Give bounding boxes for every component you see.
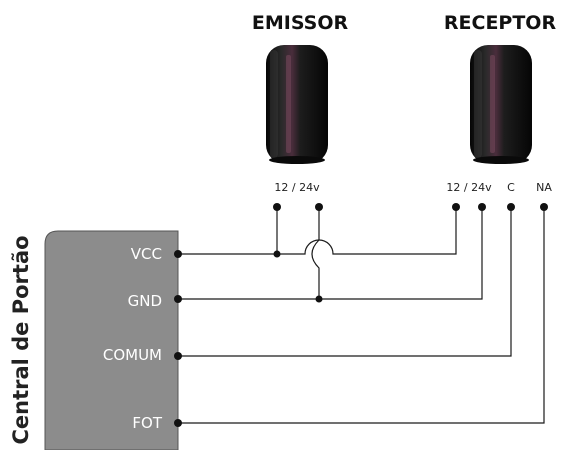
port-comum-label: COMUM xyxy=(103,346,162,364)
emissor-pin-label: 12 / 24v xyxy=(274,181,320,194)
receptor-pin-label: 12 / 24v xyxy=(446,181,492,194)
receptor-sensor-image xyxy=(470,45,532,164)
receptor-pin-c-label: C xyxy=(507,181,515,194)
central-box xyxy=(44,230,179,450)
port-comum-terminal xyxy=(174,352,182,360)
emissor-terminal-negative xyxy=(315,203,323,211)
emissor-sensor-image xyxy=(266,45,328,164)
gnd-junction xyxy=(315,295,323,303)
receptor-title: RECEPTOR xyxy=(444,12,557,34)
vcc-wire xyxy=(178,207,457,255)
port-fot-label: FOT xyxy=(132,414,162,432)
receptor-pin-na-label: NA xyxy=(536,181,552,194)
receptor-terminal-c xyxy=(507,203,515,211)
receptor-terminal-positive xyxy=(452,203,460,211)
emissor-gnd-drop xyxy=(311,207,320,299)
port-gnd-label: GND xyxy=(128,292,162,310)
port-gnd-terminal xyxy=(174,295,182,303)
emissor-terminal-positive xyxy=(273,203,281,211)
fot-wire xyxy=(178,207,545,424)
port-fot-terminal xyxy=(174,419,182,427)
receptor-terminal-na xyxy=(540,203,548,211)
port-vcc-terminal xyxy=(174,250,182,258)
receptor-terminal-negative xyxy=(478,203,486,211)
gnd-wire xyxy=(178,207,483,300)
vcc-junction xyxy=(273,250,281,258)
comum-wire xyxy=(178,207,512,357)
port-vcc-label: VCC xyxy=(131,245,162,263)
central-title: Central de Portão xyxy=(9,235,33,444)
emissor-title: EMISSOR xyxy=(252,12,349,34)
